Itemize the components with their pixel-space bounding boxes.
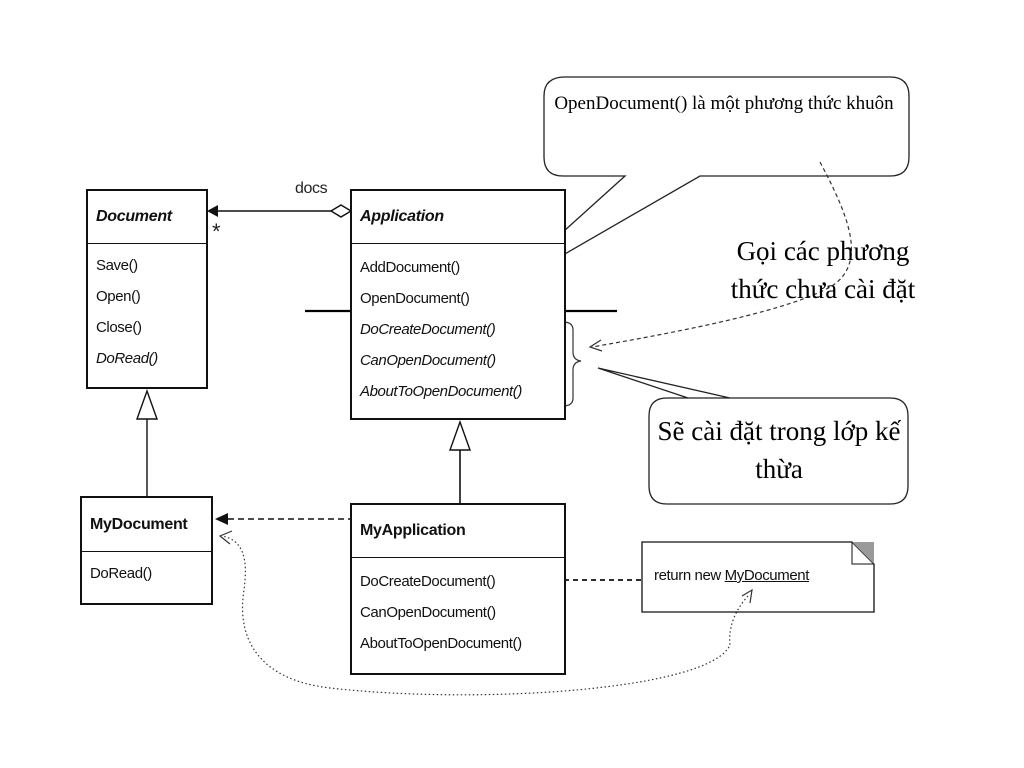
docs-arrow-head (207, 205, 218, 217)
note-class-ref: MyDocument (724, 567, 810, 584)
application-op-abouttoopendocument: AboutToOpenDocument() (360, 383, 522, 400)
abstract-ops-brace (562, 321, 582, 407)
document-op-doread: DoRead() (96, 350, 158, 367)
calls-arrow-dashed (591, 161, 853, 348)
myapplication-operations: DoCreateDocument() CanOpenDocument() Abo… (352, 558, 564, 659)
document-class: Document Save() Open() Close() DoRead() (86, 189, 208, 389)
note-fold (851, 542, 874, 565)
mydocument-class: MyDocument DoRead() (80, 496, 213, 605)
note-shape (641, 541, 875, 613)
return-arrow-head-mydoc (218, 530, 233, 545)
myapplication-op-abouttoopendocument: AboutToOpenDocument() (360, 635, 522, 652)
callout-top-bubble (491, 76, 910, 297)
myapplication-class: MyApplication DoCreateDocument() CanOpen… (350, 503, 566, 675)
return-arrow-head-note (741, 588, 753, 604)
myapplication-op-docreatedocument: DoCreateDocument() (360, 573, 496, 590)
myapplication-op-canopendocument: CanOpenDocument() (360, 604, 496, 621)
aggregation-diamond (329, 204, 353, 218)
inherit-triangle-document (136, 388, 158, 420)
callout-implemented-in-subclass: Sẽ cài đặt trong lớp kế thừa (657, 416, 901, 484)
mydocument-op-doread: DoRead() (90, 565, 152, 582)
dependency-arrow-head (215, 513, 228, 525)
mydocument-operations: DoRead() (82, 552, 211, 589)
myapplication-class-name: MyApplication (352, 505, 564, 558)
callout-bottom-bubble (597, 367, 909, 505)
application-op-canopendocument: CanOpenDocument() (360, 352, 496, 369)
document-operations: Save() Open() Close() DoRead() (88, 244, 206, 374)
note-prefix: return new (654, 567, 725, 584)
application-operations: AddDocument() OpenDocument() DoCreateDoc… (352, 244, 564, 407)
application-op-adddocument: AddDocument() (360, 259, 460, 276)
document-op-close: Close() (96, 319, 142, 336)
note-corner (852, 542, 874, 564)
callout-template-method: OpenDocument() là một phương thức khuôn (554, 93, 894, 114)
mydocument-class-name: MyDocument (82, 498, 211, 552)
application-class: Application AddDocument() OpenDocument()… (350, 189, 566, 420)
code-note: return new MyDocument (642, 542, 874, 612)
calls-arrow-head (588, 339, 603, 352)
document-op-open: Open() (96, 288, 141, 305)
document-class-name: Document (88, 191, 206, 244)
docs-label: docs (295, 180, 328, 197)
note-text: return new MyDocument (654, 567, 809, 584)
inherit-triangle-application (449, 419, 471, 451)
application-op-docreatedocument: DoCreateDocument() (360, 321, 496, 338)
application-op-opendocument: OpenDocument() (360, 290, 470, 307)
document-op-save: Save() (96, 257, 138, 274)
callout-calls-unimplemented: Gọi các phương thức chưa cài đặt (730, 236, 916, 304)
multiplicity-label: * (212, 219, 221, 244)
application-class-name: Application (352, 191, 564, 244)
